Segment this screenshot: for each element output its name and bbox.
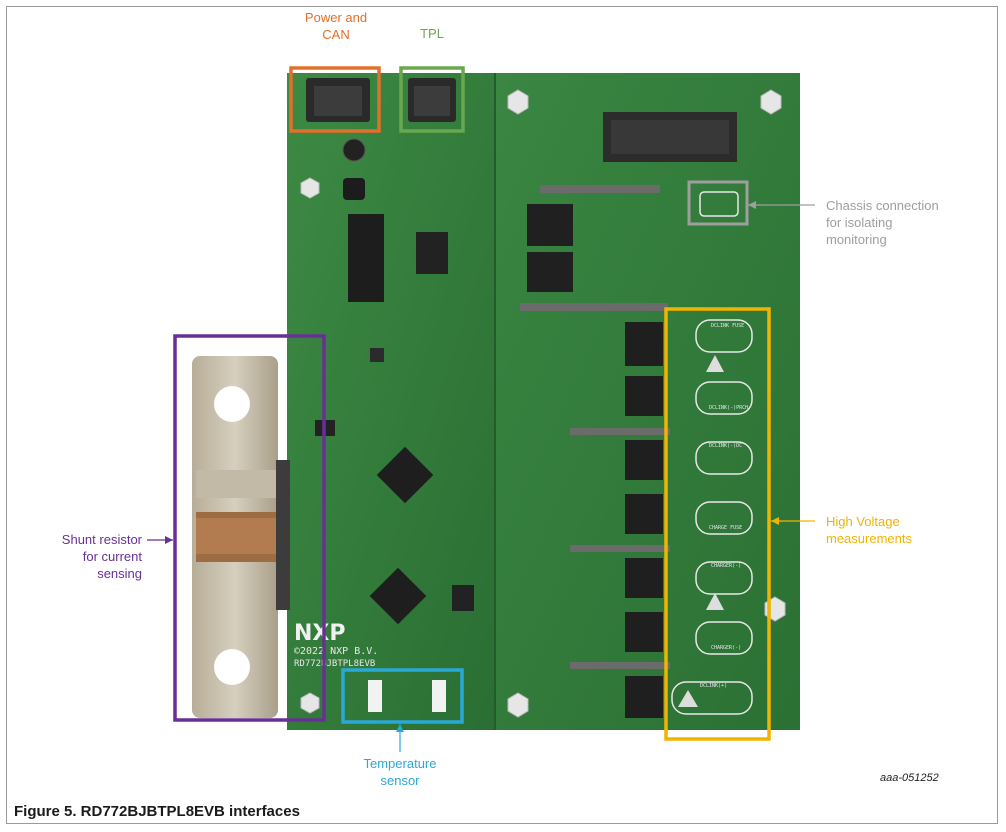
temperature-connector-2 xyxy=(432,680,446,712)
hv-connector-text-6: CHARGER(-) xyxy=(711,645,741,651)
shunt-label: Shunt resistor for current sensing xyxy=(61,532,142,581)
hv-connector-text-4: CHARGE FUSE xyxy=(709,525,742,531)
board-logo: NXP xyxy=(294,621,346,646)
hv-connector-text-1: DCLINK FUSE xyxy=(711,323,744,329)
capacitor xyxy=(342,138,366,162)
board-name: RD772BJBTPL8EVB xyxy=(294,659,375,669)
chassis-connector xyxy=(699,191,739,217)
figure-ref: aaa-051252 xyxy=(880,772,939,784)
tpl-transceiver xyxy=(416,232,448,274)
chassis-label: Chassis connection for isolating monitor… xyxy=(826,198,939,247)
hv-connector-text-5: CHARGER(-) xyxy=(711,563,741,569)
figure-frame xyxy=(6,6,998,824)
leader-lines xyxy=(147,201,815,752)
power-can-label: Power and CAN xyxy=(304,10,368,42)
inductor xyxy=(343,178,365,200)
temperature-box xyxy=(341,668,464,724)
high-voltage-label: High Voltage measurements xyxy=(826,514,912,546)
ic-u12 xyxy=(527,252,573,292)
ic-u14 xyxy=(527,204,573,246)
high-voltage-box xyxy=(664,307,771,741)
temperature-label: Temperature sensor xyxy=(363,756,437,788)
tpl-label: TPL xyxy=(420,26,444,41)
hv-connector-text-7: DCLINK(+) xyxy=(700,683,727,689)
temperature-connector-1 xyxy=(368,680,382,712)
board-copyright: ©2022 NXP B.V. xyxy=(294,646,378,657)
hv-ics xyxy=(625,322,663,718)
figure-caption: Figure 5. RD772BJBTPL8EVB interfaces xyxy=(14,803,300,820)
transformer xyxy=(348,214,384,302)
chassis-box xyxy=(687,180,749,226)
shunt-box xyxy=(173,334,326,722)
shunt-resistor xyxy=(192,356,290,718)
power-can-box xyxy=(289,66,381,133)
hv-connector-text-2: DCLINK(-)PRCH xyxy=(709,405,748,411)
tpl-box xyxy=(399,66,465,133)
pcb-left xyxy=(287,73,495,730)
hv-connectors xyxy=(671,319,753,715)
hv-connector-text-3: DCLINK(-)DC xyxy=(709,443,742,449)
